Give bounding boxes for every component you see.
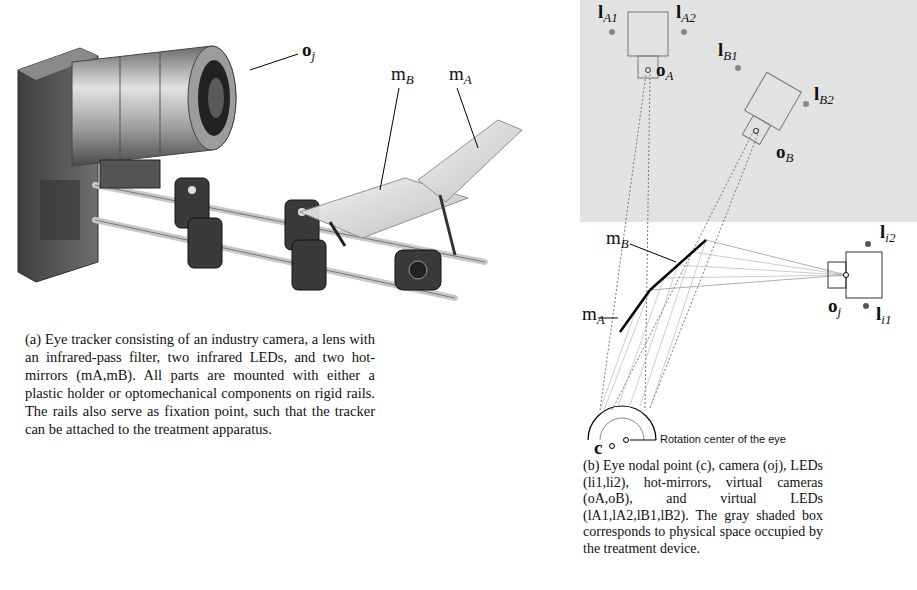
math-symbol: l [814,83,819,104]
symbol-label: li1 [876,304,891,327]
symbol-label: lA1 [598,2,618,25]
math-subscript: A2 [681,10,695,25]
leader-line [457,88,478,148]
schematic [588,12,882,449]
math-subscript: B1 [723,48,737,63]
math-subscript: i2 [885,230,895,245]
math-subscript: B [406,72,414,87]
math-symbol: l [876,303,881,324]
symbol-label: li2 [880,222,895,245]
math-symbol: m [582,303,597,324]
math-subscript: A [666,68,674,83]
figure-caption: (a) Eye tracker consisting of an industr… [25,330,375,438]
leader-line [380,88,399,190]
math-symbol: l [598,1,603,22]
leader-line [250,54,298,70]
math-symbol: l [676,1,681,22]
symbol-label: mB [391,64,414,87]
treatment-device-region [580,0,917,222]
symbol-label: oA [656,60,673,83]
math-symbol: o [656,59,666,80]
math-subscript: i1 [881,312,891,327]
math-symbol: o [302,39,312,60]
math-subscript: B [786,150,794,165]
math-symbol: m [449,63,464,84]
annotation-text: Rotation center of the eye [660,433,786,445]
symbol-label: oj [828,296,841,319]
math-subscript: A1 [603,10,617,25]
symbol-label: c [594,438,602,459]
symbol-label: mA [582,304,605,327]
symbol-label: oB [776,142,793,165]
symbol-label: oj [302,40,315,63]
math-subscript: j [312,48,316,63]
math-symbol: l [718,39,723,60]
symbol-label: lB2 [814,84,834,107]
math-subscript: A [597,312,605,327]
math-subscript: j [838,304,842,319]
math-subscript: A [464,72,472,87]
symbol-label: mA [449,64,472,87]
math-symbol: m [606,227,621,248]
eye-tracker-render [18,46,522,298]
figure-caption: (b) Eye nodal point (c), camera (oj), LE… [583,458,823,557]
math-symbol: o [828,295,838,316]
symbol-label: mB [606,228,629,251]
math-subscript: B2 [819,92,833,107]
math-subscript: B [621,236,629,251]
math-symbol: o [776,141,786,162]
symbol-label: lB1 [718,40,738,63]
math-symbol: l [880,221,885,242]
math-symbol: m [391,63,406,84]
math-symbol: c [594,437,602,458]
symbol-label: lA2 [676,2,696,25]
